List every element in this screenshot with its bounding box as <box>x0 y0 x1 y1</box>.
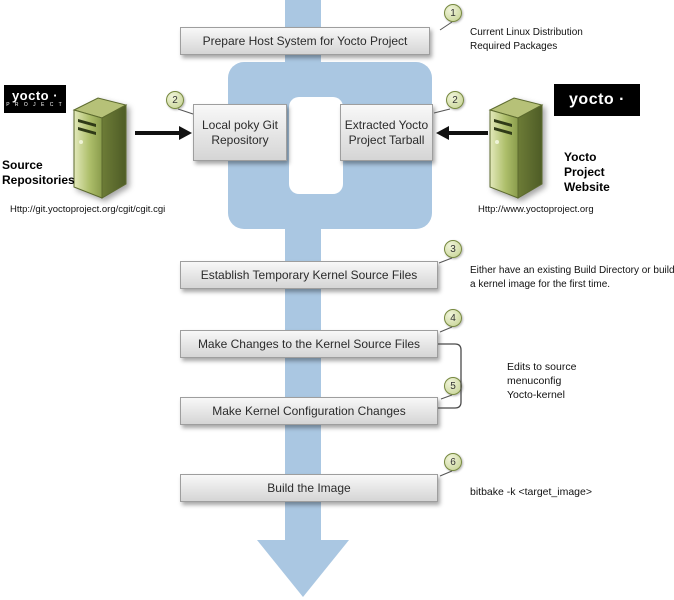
yocto-logo-text: yocto · <box>569 91 625 108</box>
step-box-extracted-tarball: Extracted Yocto Project Tarball <box>340 104 433 161</box>
annotation-edits-bracket: Edits to source menuconfig Yocto-kernel <box>507 361 577 402</box>
yocto-logo-right: yocto · <box>554 84 640 116</box>
yocto-logo-text: yocto · <box>11 88 59 103</box>
step-box-local-poky-git: Local poky Git Repository <box>193 104 287 161</box>
arrow-left-server-to-box <box>135 126 192 140</box>
step-box-kernel-sources: Establish Temporary Kernel Source Files <box>180 261 438 289</box>
step-badge-6: 6 <box>444 453 462 471</box>
server-tower-icon-left <box>72 97 128 199</box>
arrow-right-server-to-box <box>436 126 488 140</box>
url-yocto-website: Http://www.yoctoproject.org <box>478 204 594 215</box>
flow-arrow-head-icon <box>257 540 349 597</box>
step-badge-1: 1 <box>444 4 462 22</box>
annotation-step6-bitbake: bitbake -k <target_image> <box>470 486 592 498</box>
url-git-repositories: Http://git.yoctoproject.org/cgit/cgit.cg… <box>10 204 166 215</box>
label-yocto-project-website: Yocto Project Website <box>564 150 610 194</box>
step-badge-2-right: 2 <box>446 91 464 109</box>
step-box-build-image: Build the Image <box>180 474 438 502</box>
step-badge-3: 3 <box>444 240 462 258</box>
annotation-step3: Either have an existing Build Directory … <box>470 265 674 290</box>
step-box-make-changes: Make Changes to the Kernel Source Files <box>180 330 438 358</box>
step-badge-5: 5 <box>444 377 462 395</box>
bracket-steps-4-5 <box>438 343 462 409</box>
step-badge-2-left: 2 <box>166 91 184 109</box>
flow-arrow-ring-hole <box>289 97 343 194</box>
step-badge-4: 4 <box>444 309 462 327</box>
label-source-repositories: Source Repositories <box>2 158 75 187</box>
server-tower-icon-right <box>488 97 544 199</box>
step-box-config-changes: Make Kernel Configuration Changes <box>180 397 438 425</box>
annotation-step1: Current Linux Distribution Required Pack… <box>470 27 583 52</box>
yocto-logo-subtext: P R O J E C T <box>6 102 64 108</box>
yocto-logo-left: yocto · P R O J E C T <box>4 85 66 113</box>
step-box-prepare-host: Prepare Host System for Yocto Project <box>180 27 430 55</box>
